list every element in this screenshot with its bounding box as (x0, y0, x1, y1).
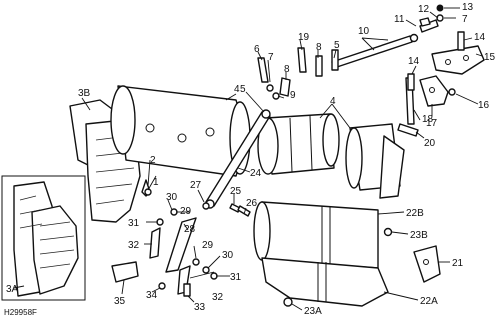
callout-11: 11 (394, 14, 405, 25)
callout-19: 19 (298, 32, 310, 43)
callout-20: 20 (424, 138, 436, 149)
callout-30-upper: 30 (166, 192, 178, 203)
callout-8-left: 8 (284, 64, 290, 75)
callout-35: 35 (114, 296, 126, 307)
bar-10-drawing (331, 19, 439, 69)
callout-33: 33 (194, 302, 206, 313)
callout-7-left: 7 (268, 52, 274, 63)
callout-3b: 3B (78, 88, 91, 99)
callout-5-right: 5 (334, 40, 340, 51)
callout-29-lower: 29 (202, 240, 214, 251)
callout-5-left: 5 (240, 84, 246, 95)
shield-3a-drawing (13, 181, 79, 297)
callout-8-right: 8 (316, 42, 322, 53)
inset-frame (1, 175, 86, 301)
callout-22a: 22A (420, 296, 438, 307)
canister-set-drawing (257, 113, 405, 199)
callout-4-right: 4 (330, 96, 336, 107)
bracket-21-drawing (413, 245, 441, 283)
figure-reference: H29958F (4, 308, 37, 317)
callout-14-left: 14 (408, 56, 420, 67)
callout-31-right: 31 (230, 272, 242, 283)
callout-2: 2 (150, 155, 156, 166)
callout-32-right: 32 (212, 292, 224, 303)
callout-29-upper: 29 (180, 206, 192, 217)
callout-labels: 1 2 3A 3B 4 4 5 5 6 7 7 8 8 9 10 11 12 1… (6, 2, 496, 317)
callout-22b: 22B (406, 208, 424, 219)
callout-30-lower: 30 (222, 250, 234, 261)
bracket-17-drawing (419, 75, 449, 107)
trough-22a-drawing (261, 257, 389, 307)
callout-6: 6 (254, 44, 260, 55)
callout-18: 18 (422, 114, 434, 125)
lower-cylinder-22b-drawing (253, 201, 379, 269)
upper-tank-drawing (110, 85, 251, 177)
callout-26: 26 (246, 198, 258, 209)
callout-23a: 23A (304, 306, 322, 317)
callout-9: 9 (290, 90, 296, 101)
callout-12: 12 (418, 4, 430, 15)
callout-32-left: 32 (128, 240, 140, 251)
callout-31-left: 31 (128, 218, 140, 229)
callout-34: 34 (146, 290, 158, 301)
callout-27: 27 (190, 180, 202, 191)
callout-14-right: 14 (474, 32, 486, 43)
leader-lines (13, 7, 483, 311)
callout-7-right: 7 (462, 14, 468, 25)
callout-10: 10 (358, 26, 370, 37)
callout-21: 21 (452, 258, 464, 269)
callout-15: 15 (484, 52, 496, 63)
callout-24: 24 (250, 168, 262, 179)
callout-1: 1 (153, 177, 159, 188)
rod-24-drawing (205, 109, 271, 209)
callout-16: 16 (478, 100, 490, 111)
callout-13: 13 (462, 2, 474, 13)
callout-23b: 23B (410, 230, 428, 241)
callout-28: 28 (184, 224, 196, 235)
callout-17: 17 (426, 118, 438, 129)
callout-4-upper: 4 (234, 84, 240, 95)
callout-3a: 3A (6, 284, 19, 295)
bracket-15-drawing (431, 45, 485, 75)
callout-25: 25 (230, 186, 242, 197)
